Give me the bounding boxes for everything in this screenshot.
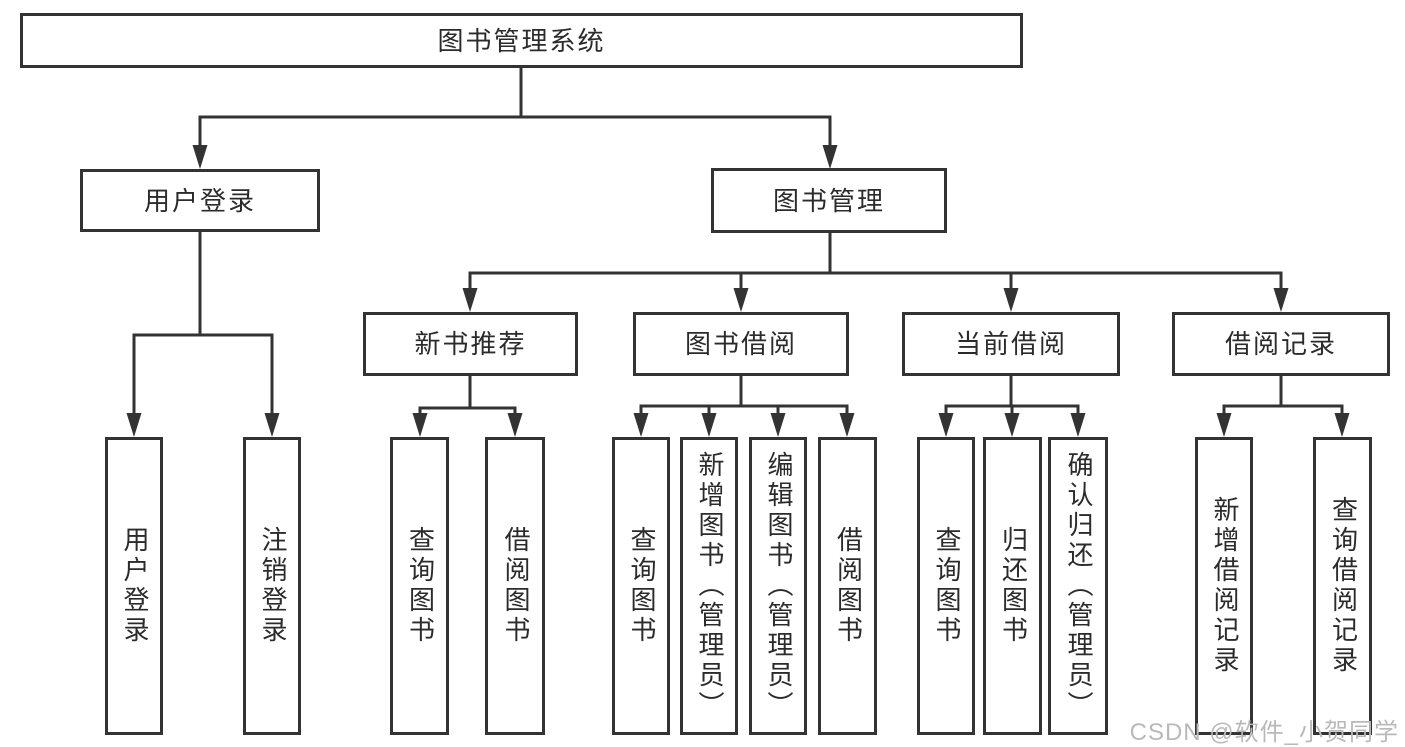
node-leaf-bor-borrow-book: 借阅图书: [818, 437, 877, 735]
arrow-down-icon: [1003, 288, 1019, 312]
connector-current-borrow-to-leaves: [938, 376, 1086, 437]
node-leaf-query-borrow-record: 查询借阅记录: [1313, 437, 1372, 735]
node-book-borrow: 图书借阅: [633, 312, 849, 376]
node-leaf-bor-edit-book: 编辑图书（管理员）: [749, 437, 807, 735]
node-leaf-cur-confirm-return: 确认归还（管理员）: [1048, 437, 1108, 735]
arrow-down-icon: [1070, 413, 1086, 437]
node-borrow-record: 借阅记录: [1172, 312, 1390, 376]
node-leaf-bor-add-book-label: 新增图书（管理员）: [694, 451, 725, 721]
connector-book-mgmt-to-level3: [462, 233, 1289, 312]
connector-root-to-level2: [192, 68, 838, 169]
node-leaf-rec-query-book-label: 查询图书: [405, 526, 436, 646]
connector-book-borrow-to-leaves: [633, 376, 855, 437]
node-borrow-record-label: 借阅记录: [1224, 329, 1337, 359]
arrow-down-icon: [192, 145, 208, 169]
arrow-down-icon: [1273, 288, 1289, 312]
node-new-book-rec-label: 新书推荐: [414, 329, 527, 359]
node-current-borrow-label: 当前借阅: [954, 329, 1067, 359]
arrow-down-icon: [839, 413, 855, 437]
arrow-down-icon: [822, 145, 838, 169]
arrow-down-icon: [126, 413, 142, 437]
node-leaf-bor-query-book: 查询图书: [612, 437, 670, 735]
node-user-login-label: 用户登录: [143, 185, 256, 216]
arrow-down-icon: [462, 288, 478, 312]
node-leaf-cur-return-book: 归还图书: [983, 437, 1042, 735]
node-leaf-user-login: 用户登录: [105, 437, 163, 735]
arrow-down-icon: [733, 288, 749, 312]
connector-new-book-rec-to-leaves: [412, 376, 523, 437]
node-leaf-rec-borrow-book: 借阅图书: [485, 437, 545, 735]
node-user-login: 用户登录: [80, 169, 320, 232]
node-book-borrow-label: 图书借阅: [684, 329, 797, 359]
arrow-down-icon: [1334, 413, 1350, 437]
node-leaf-user-login-label: 用户登录: [119, 526, 150, 646]
node-current-borrow: 当前借阅: [902, 312, 1120, 376]
node-leaf-cur-query-book-label: 查询图书: [931, 526, 962, 646]
node-root: 图书管理系统: [20, 13, 1023, 68]
node-leaf-add-borrow-record-label: 新增借阅记录: [1209, 496, 1240, 676]
arrow-down-icon: [770, 413, 786, 437]
node-leaf-bor-edit-book-label: 编辑图书（管理员）: [763, 451, 794, 721]
node-book-mgmt-label: 图书管理: [772, 185, 885, 216]
node-leaf-cur-confirm-return-label: 确认归还（管理员）: [1063, 451, 1094, 721]
node-new-book-rec: 新书推荐: [363, 312, 578, 376]
node-leaf-add-borrow-record: 新增借阅记录: [1195, 437, 1253, 735]
arrow-down-icon: [1004, 413, 1020, 437]
arrow-down-icon: [938, 413, 954, 437]
node-leaf-cur-return-book-label: 归还图书: [998, 526, 1029, 646]
node-root-label: 图书管理系统: [437, 25, 606, 56]
arrow-down-icon: [412, 413, 428, 437]
connector-borrow-record-to-leaves: [1216, 376, 1350, 437]
node-leaf-bor-borrow-book-label: 借阅图书: [833, 526, 864, 646]
arrow-down-icon: [1216, 413, 1232, 437]
arrow-down-icon: [507, 413, 523, 437]
node-leaf-logout: 注销登录: [243, 437, 301, 735]
csdn-watermark: CSDN @软件_小贺同学: [1129, 719, 1399, 746]
node-leaf-bor-add-book: 新增图书（管理员）: [680, 437, 738, 735]
connector-user-login-to-leaves: [126, 232, 280, 437]
node-leaf-logout-label: 注销登录: [257, 526, 288, 646]
node-leaf-rec-borrow-book-label: 借阅图书: [500, 526, 531, 646]
node-leaf-rec-query-book: 查询图书: [390, 437, 449, 735]
arrow-down-icon: [701, 413, 717, 437]
node-leaf-query-borrow-record-label: 查询借阅记录: [1328, 496, 1359, 676]
node-leaf-bor-query-book-label: 查询图书: [626, 526, 657, 646]
node-leaf-cur-query-book: 查询图书: [917, 437, 975, 735]
arrow-down-icon: [264, 413, 280, 437]
node-book-mgmt: 图书管理: [711, 168, 947, 233]
arrow-down-icon: [633, 413, 649, 437]
